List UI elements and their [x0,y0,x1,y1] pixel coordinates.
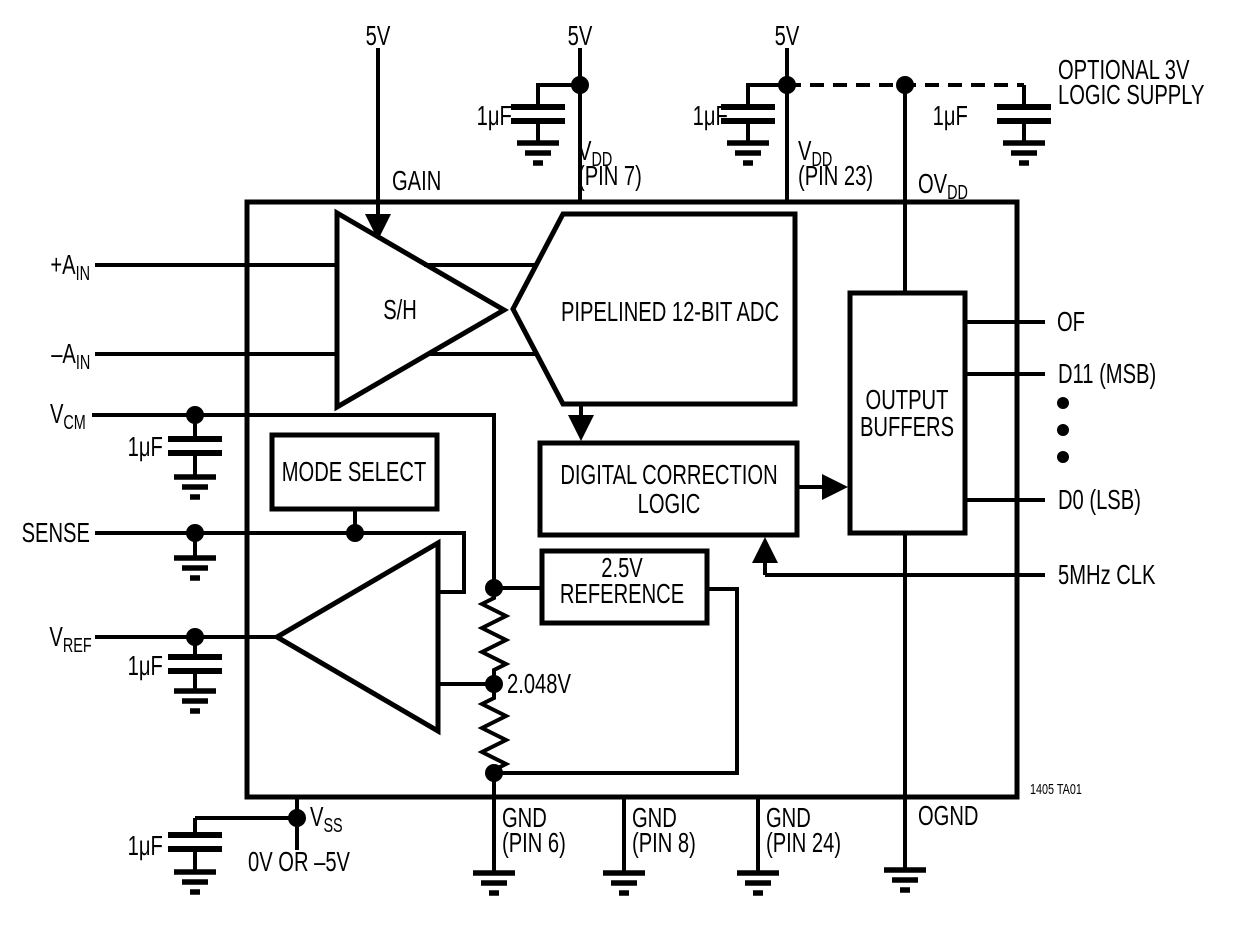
pin-label-ain-neg: –AIN [50,338,90,374]
cap-vdd23 [721,104,775,124]
cap-label-vref: 1μF [127,650,163,681]
ellipsis-dot [1057,424,1069,436]
gnd-symbol-gnd6 [473,870,515,896]
supply-label-vdd23: 5V [774,20,800,51]
figure-id-label: 1405 TA01 [1030,781,1082,798]
capacitors [168,104,1051,852]
arrow-dcl-to-ob [822,474,848,500]
supply-label-gain: 5V [365,20,391,51]
pin-label-gnd24: GND(PIN 24) [766,802,842,858]
node-label-ref-tap: 2.048V [507,668,571,699]
cap-label-ovdd: 1μF [932,100,968,131]
digital-correction-logic-box [537,440,800,538]
cap-label-vdd23: 1μF [692,100,728,131]
gnd-symbol-gnd24 [737,870,779,896]
gnd-symbol-vdd7cap [517,140,559,166]
cap-vss [168,832,222,852]
pin-label-ognd: OGND [918,800,979,831]
junction-dot [346,524,364,542]
ellipsis-dot [1057,451,1069,463]
junction-dot [896,76,914,94]
cap-vref [168,654,222,674]
junction-dot [186,406,204,424]
pin-label-gnd6: GND(PIN 6) [502,802,566,858]
gnd-symbol-gnd8 [603,870,645,896]
pin-label-vdd23: VDD(PIN 23) [798,135,874,191]
output-label-of: OF [1057,306,1086,337]
cap-vdd7 [511,104,565,124]
cap-ovdd [997,104,1051,124]
gnd-symbol-vdd23cap [727,140,769,166]
bus-ellipsis-dots [1057,397,1069,463]
block-shapes [269,208,968,736]
block-label-adc: PIPELINED 12-BIT ADC [560,296,780,327]
wires [92,48,1045,871]
wire-ref-return [494,587,739,775]
pin-label-ain-pos: +AIN [50,249,90,285]
block-label-mode-select: MODE SELECT [281,456,427,487]
junction-dot [485,764,503,782]
pin-label-vss: VSS [310,801,343,837]
gnd-symbol-vsscap [174,869,216,895]
cap-label-vdd7: 1μF [476,100,512,131]
junction-dot [485,579,503,597]
junction-dot [288,809,306,827]
wire-sense [95,531,466,594]
pin-label-gnd8: GND(PIN 8) [632,802,696,858]
output-label-d0: D0 (LSB) [1058,484,1141,515]
pin-label-vcm: VCM [50,398,86,434]
arrow-gain-down [365,214,391,240]
block-label-sh: S/H [383,294,417,325]
gnd-symbol-sense [174,555,216,581]
gnd-symbol-ognd [884,867,926,893]
arrowheads [365,214,848,563]
junction-dot [571,76,589,94]
adc-pentagon [510,211,798,407]
pin-label-sense: SENSE [21,517,90,548]
pin-label-vdd7: VDD(PIN 7) [578,135,642,191]
output-buffers-box [847,290,968,536]
arrow-clk-to-dcl [752,537,778,563]
junction-dot [186,524,204,542]
junction-dot [186,628,204,646]
cap-vcm [168,436,222,456]
pin-label-vref: VREF [49,621,92,657]
supply-label-vdd7: 5V [567,20,593,51]
cap-label-vcm: 1μF [127,431,163,462]
junction-dot [485,675,503,693]
output-label-clk: 5MHz CLK [1058,559,1156,590]
wire-vdd23-supply [746,48,789,202]
gnd-symbol-vrefcap [174,688,216,714]
ground-symbols [174,140,1045,896]
pin-label-ovdd: OVDD [918,168,968,204]
pin-label-gain: GAIN [392,165,442,196]
junction-dot [778,76,796,94]
junction-dots [186,76,914,827]
gnd-symbol-ovddcap [1003,140,1045,166]
output-label-d11: D11 (MSB) [1058,358,1157,389]
pin-label-vss-note: 0V OR –5V [248,846,350,877]
wire-vdd7-supply [536,48,582,202]
gnd-symbol-vcmcap [174,474,216,500]
ellipsis-dot [1057,397,1069,409]
reference-buffer-triangle [272,538,441,736]
cap-label-vss: 1μF [127,830,163,861]
arrow-adc-to-dcl [568,415,594,441]
sh-amp-triangle [334,208,509,412]
wire-vcm [92,413,496,588]
